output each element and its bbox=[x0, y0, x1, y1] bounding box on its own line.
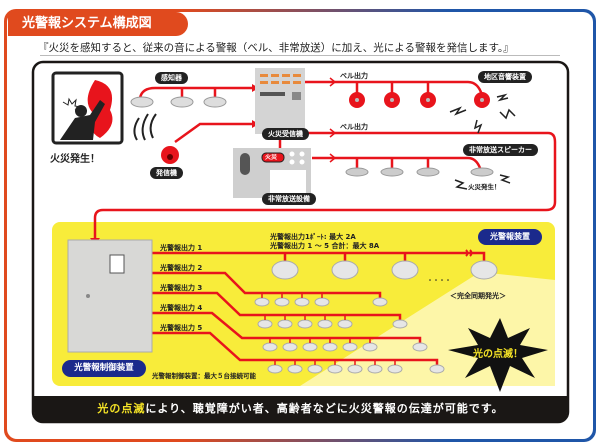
control-unit-label: 光警報制御装置 bbox=[62, 360, 146, 377]
small-strobe bbox=[372, 297, 388, 307]
subtitle: 『火災を感知すると、従来の音による警報（ベル、非常放送）に加え、光による警報を発… bbox=[38, 42, 514, 54]
footer-highlight: 光の点滅 bbox=[97, 402, 146, 415]
small-strobe bbox=[327, 364, 343, 374]
small-strobe bbox=[342, 342, 358, 352]
control-unit-note: 光警報制御装置：最大５台接続可能 bbox=[152, 372, 256, 380]
sync-label: ＜完全同期発光＞ bbox=[450, 292, 506, 300]
small-strobe bbox=[287, 364, 303, 374]
smoke-icon bbox=[133, 113, 157, 141]
bell-output-label-2: ベル出力 bbox=[340, 123, 368, 131]
current-spec-2: 光警報出力 1 ～ 5 合計：最大 8A bbox=[270, 242, 380, 250]
output-2-label: 光警報出力 2 bbox=[160, 264, 203, 272]
strobe-devices bbox=[254, 260, 498, 374]
output-3-label: 光警報出力 3 bbox=[160, 284, 203, 292]
speakers bbox=[345, 167, 494, 177]
small-strobe bbox=[302, 342, 318, 352]
small-strobe bbox=[277, 319, 293, 329]
small-strobe bbox=[314, 297, 330, 307]
small-strobe bbox=[267, 364, 283, 374]
small-strobe bbox=[257, 319, 273, 329]
output-4-label: 光警報出力 4 bbox=[160, 304, 203, 312]
bells bbox=[349, 92, 490, 108]
small-strobe bbox=[347, 364, 363, 374]
fire-label: 火災発生！ bbox=[50, 154, 100, 165]
smoke-detectors bbox=[130, 96, 227, 108]
small-strobe bbox=[294, 297, 310, 307]
footer-message: 光の点滅により、聴覚障がい者、高齢者などに火災警報の伝達が可能です。 bbox=[34, 396, 567, 422]
diagram-border bbox=[31, 60, 570, 424]
footer-text: により、聴覚障がい者、高齢者などに火災警報の伝達が可能です。 bbox=[145, 402, 504, 415]
small-strobe bbox=[254, 297, 270, 307]
emergency-broadcast-icon bbox=[233, 148, 311, 198]
small-strobe bbox=[362, 342, 378, 352]
small-strobe bbox=[307, 364, 323, 374]
flash-starburst bbox=[448, 318, 548, 392]
small-strobe bbox=[392, 319, 408, 329]
transmitter-label: 発信機 bbox=[150, 167, 183, 179]
fire-receiver-icon bbox=[255, 68, 305, 134]
output-1-label: 光警報出力 1 bbox=[160, 244, 203, 252]
receiver-label: 火災受信機 bbox=[262, 128, 309, 140]
small-strobe bbox=[387, 364, 403, 374]
current-spec-1: 光警報出力1ﾎﾟｰﾄ: 最大 2A bbox=[270, 233, 356, 241]
page-title: 光警報システム構成図 bbox=[8, 12, 188, 36]
small-strobe bbox=[262, 342, 278, 352]
small-strobe bbox=[337, 319, 353, 329]
small-strobe bbox=[322, 342, 338, 352]
broadcast-badge: 火災 bbox=[265, 154, 278, 161]
small-strobe bbox=[317, 319, 333, 329]
speaker-fire-text: 火災発生！ bbox=[468, 183, 501, 191]
small-strobe bbox=[412, 342, 428, 352]
district-bell-label: 地区音響装置 bbox=[478, 71, 532, 83]
fire-icon bbox=[51, 71, 124, 145]
output-5-label: 光警報出力 5 bbox=[160, 324, 203, 332]
control-unit-icon bbox=[67, 239, 153, 353]
small-strobe bbox=[274, 297, 290, 307]
broadcast-label: 非常放送設備 bbox=[262, 193, 316, 205]
small-strobe bbox=[429, 364, 445, 374]
bell-output-label: ベル出力 bbox=[340, 72, 368, 80]
small-strobe bbox=[367, 364, 383, 374]
detector-label: 感知器 bbox=[155, 72, 188, 84]
divider bbox=[40, 55, 560, 56]
small-strobe bbox=[297, 319, 313, 329]
speaker-label: 非常放送スピーカー bbox=[463, 144, 538, 156]
strobe-label: 光警報装置 bbox=[478, 229, 542, 245]
small-strobe bbox=[282, 342, 298, 352]
flash-label: 光の点滅！ bbox=[473, 349, 523, 360]
